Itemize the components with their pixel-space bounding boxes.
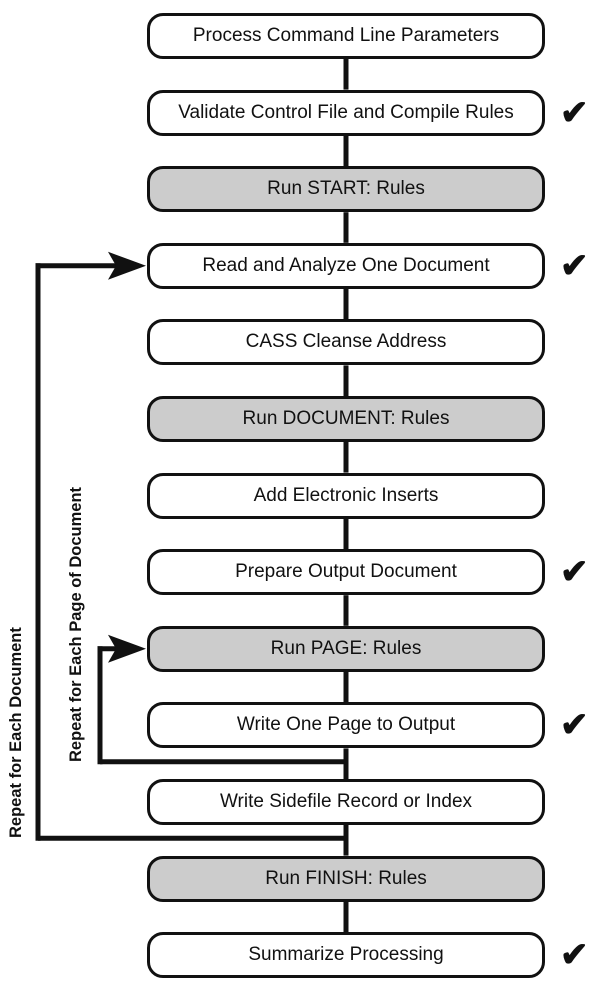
step-box: Run PAGE: Rules (147, 625, 545, 672)
checkmark-icon: ✔ (560, 246, 589, 285)
step-label: Process Command Line Parameters (192, 25, 500, 46)
loop-label-page: Repeat for Each Page of Document (67, 486, 85, 762)
step-label: Run PAGE: Rules (270, 637, 422, 659)
checkmark-icon: ✔ (560, 553, 589, 592)
step-label: Write One Page to Output (236, 714, 456, 736)
step-box: Run DOCUMENT: Rules (147, 396, 545, 442)
arrow-head-icon (108, 251, 146, 280)
step-box: Write One Page to Output (147, 702, 545, 749)
step-label: CASS Cleanse Address (245, 331, 447, 353)
checkmark-icon: ✔ (560, 93, 589, 132)
step-box: Process Command Line Parameters (147, 13, 545, 59)
step-label: Run START: Rules (267, 178, 425, 200)
step-label: Prepare Output Document (235, 561, 457, 583)
step-label: Summarize Processing (248, 944, 444, 966)
step-box: Prepare Output Document (147, 549, 545, 596)
step-box: Write Sidefile Record or Index (147, 779, 545, 825)
step-label: Validate Control File and Compile Rules (178, 101, 514, 123)
step-box: Run FINISH: Rules (147, 855, 545, 902)
step-label: Run DOCUMENT: Rules (242, 408, 450, 429)
step-box: Add Electronic Inserts (147, 472, 545, 519)
step-box: CASS Cleanse Address (147, 319, 545, 366)
checkmark-icon: ✔ (560, 706, 589, 745)
step-label: Write Sidefile Record or Index (219, 791, 473, 812)
step-box: Summarize Processing (147, 932, 545, 979)
step-box: Validate Control File and Compile Rules (147, 89, 545, 136)
checkmark-icon: ✔ (560, 936, 589, 975)
step-box: Read and Analyze One Document (147, 242, 545, 289)
step-box: Run START: Rules (147, 166, 545, 213)
arrow-head-icon (108, 634, 146, 663)
step-label: Add Electronic Inserts (253, 484, 439, 506)
step-label: Run FINISH: Rules (265, 867, 427, 889)
loop-label-document: Repeat for Each Document (7, 627, 25, 838)
step-label: Read and Analyze One Document (202, 254, 490, 276)
